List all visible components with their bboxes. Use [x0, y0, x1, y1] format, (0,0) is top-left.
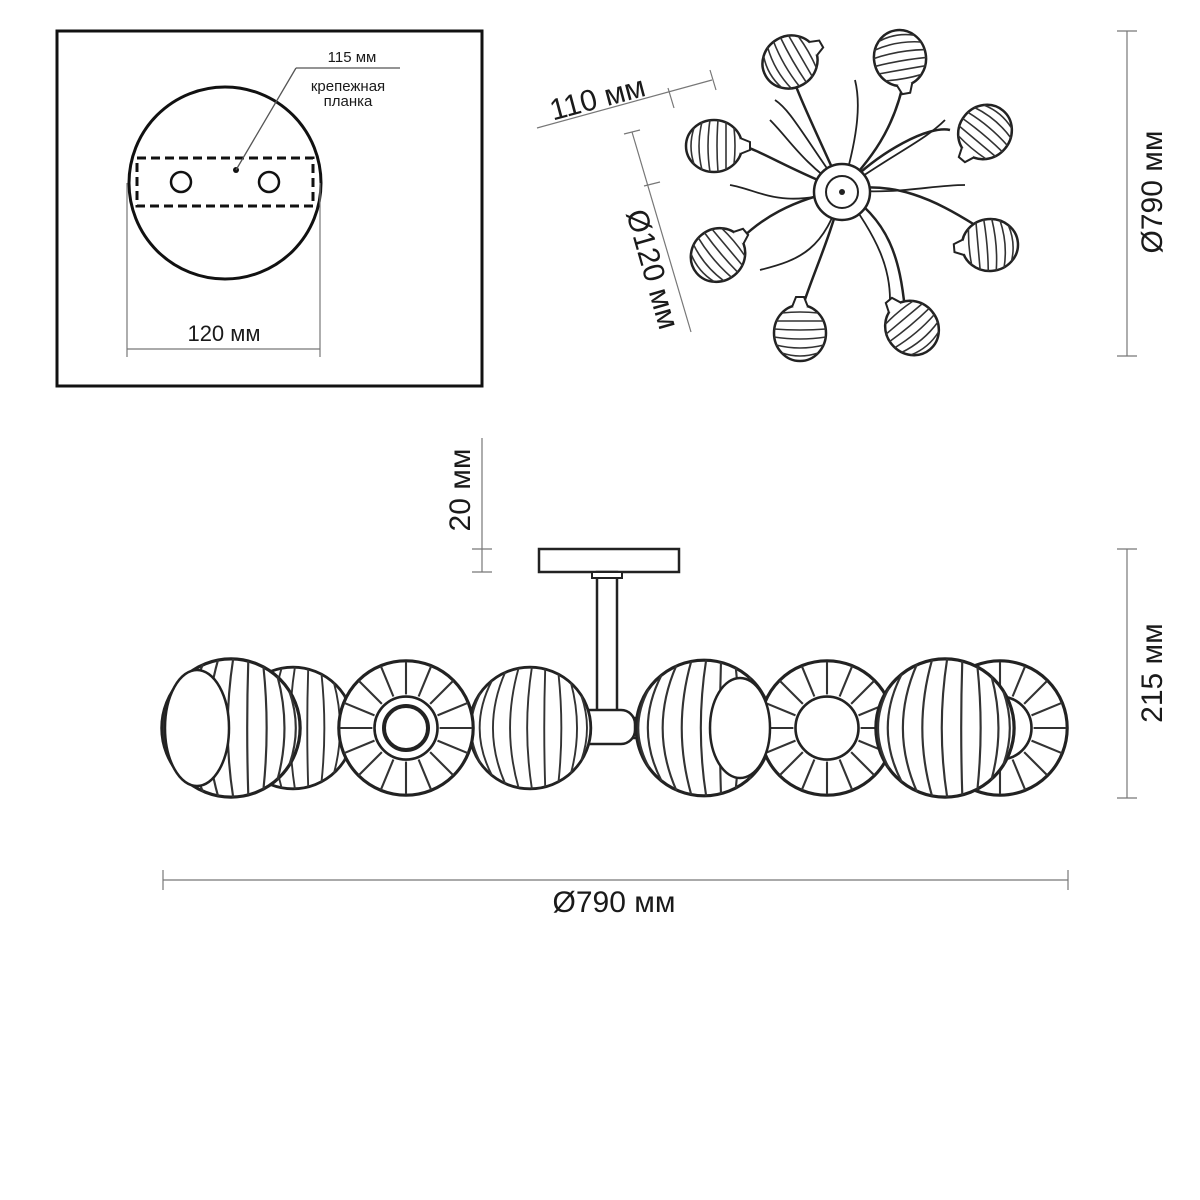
- screw-hole-left: [169, 170, 193, 194]
- canopy-dimension-tick-bottom: [643, 181, 661, 187]
- top-shade-1: [751, 20, 836, 100]
- top-shade-2: [868, 24, 934, 100]
- top-shade-5: [867, 282, 952, 368]
- side-globe-opening-right: [708, 676, 772, 780]
- side-globe-back-2: [467, 665, 593, 791]
- top-shade-4: [950, 215, 1022, 276]
- top-view-canopy-center: [839, 189, 845, 195]
- mounting-bar: [135, 156, 315, 208]
- canopy-dimension-tick-top: [623, 129, 641, 135]
- arm-length-label: 110 мм: [546, 70, 649, 127]
- top-shade-8: [684, 118, 752, 174]
- plate-label-line1: крепежная: [311, 78, 385, 95]
- screw-hole-right: [257, 170, 281, 194]
- top-view: 110 мм Ø120 мм Ø790 мм: [536, 20, 1169, 368]
- arm-dimension-line: [536, 79, 713, 129]
- top-diameter-label: Ø790 мм: [1136, 131, 1169, 254]
- side-globe-opening-left: [163, 668, 231, 788]
- width-label: Ø790 мм: [553, 886, 676, 919]
- canopy-base: [127, 85, 323, 281]
- side-view: 20 мм 215 мм Ø790 мм: [160, 438, 1169, 919]
- height-label: 215 мм: [1136, 623, 1169, 723]
- arm-dimension-tick-left: [667, 87, 675, 109]
- base-diameter-label: 120 мм: [187, 321, 260, 346]
- canopy-diameter-label: Ø120 мм: [619, 206, 685, 333]
- side-rod-collar: [591, 571, 623, 579]
- side-rod: [595, 570, 619, 714]
- top-shade-6: [772, 295, 828, 363]
- side-globe-5: [758, 659, 896, 797]
- top-shade-7: [678, 210, 764, 295]
- side-canopy: [537, 547, 681, 574]
- side-globe-socket: [382, 704, 430, 752]
- top-shade-3: [940, 92, 1025, 178]
- canopy-dimension-line: [631, 131, 692, 333]
- mounting-plate-detail: 115 мм крепежная планка 120 мм: [55, 29, 484, 388]
- plate-label-line2: планка: [324, 93, 373, 110]
- arm-dimension-tick-right: [709, 69, 717, 91]
- gap-label: 20 мм: [444, 449, 477, 532]
- plate-length-label: 115 мм: [328, 49, 377, 66]
- leader-line: [235, 67, 297, 171]
- side-globe-6: [874, 657, 1016, 799]
